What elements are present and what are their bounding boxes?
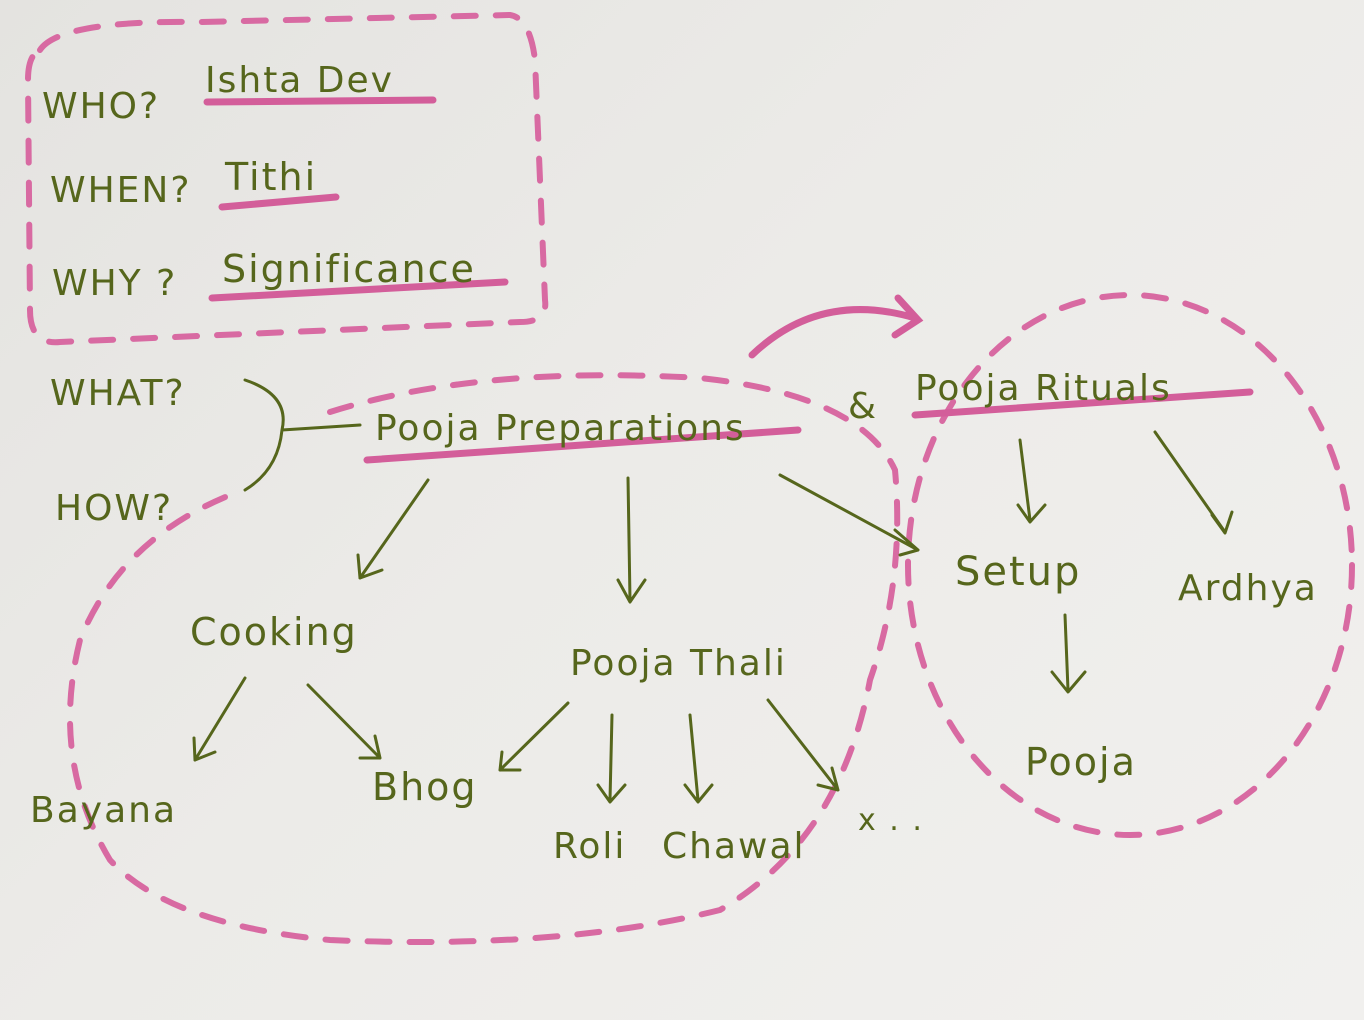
- bayana-node: Bayana: [30, 790, 177, 831]
- curved-arrow-icon: [748, 294, 924, 359]
- brace-icon: [243, 378, 362, 492]
- who-answer: Ishta Dev: [205, 60, 394, 101]
- arrow-icon: [683, 713, 714, 804]
- pooja-thali-node: Pooja Thali: [570, 643, 787, 684]
- arrow-icon: [1016, 438, 1047, 524]
- arrows: [192, 430, 1234, 804]
- when-answer: Tithi: [224, 155, 317, 199]
- why-label: WHY ?: [52, 263, 177, 304]
- underline-significance: [208, 278, 509, 302]
- pooja-rituals-node: Pooja Rituals: [915, 368, 1172, 409]
- arrow-icon: [498, 701, 570, 772]
- chawal-node: Chawal: [662, 826, 806, 867]
- arrow-icon: [356, 478, 430, 580]
- arrow-icon: [778, 473, 920, 557]
- roli-node: Roli: [553, 826, 626, 867]
- bhog-node: Bhog: [372, 765, 478, 809]
- arrow-icon: [1050, 613, 1087, 694]
- when-label: WHEN?: [50, 170, 191, 211]
- how-label: HOW?: [55, 488, 173, 529]
- underline-pooja-preparations: [363, 426, 802, 464]
- why-answer: Significance: [222, 247, 476, 291]
- pooja-preparations-node: Pooja Preparations: [375, 408, 746, 449]
- what-label: WHAT?: [50, 373, 186, 414]
- arrow-icon: [306, 683, 382, 760]
- underline-tithi: [218, 193, 340, 211]
- underline-ishta-dev: [203, 96, 437, 106]
- questions-dashed-box: [24, 11, 549, 346]
- arrow-icon: [596, 713, 627, 804]
- cooking-node: Cooking: [190, 610, 358, 654]
- arrow-icon: [616, 476, 647, 604]
- pooja-node: Pooja: [1025, 740, 1137, 784]
- arrow-icon: [1153, 430, 1234, 535]
- arrow-icon: [766, 698, 840, 792]
- who-label: WHO?: [42, 86, 160, 127]
- preparations-dashed-region: [67, 372, 901, 945]
- etc-node: x . .: [858, 803, 924, 838]
- ardhya-node: Ardhya: [1178, 568, 1318, 609]
- rituals-dashed-region: [905, 292, 1355, 838]
- ampersand: &: [848, 386, 878, 427]
- setup-node: Setup: [955, 549, 1081, 595]
- underline-pooja-rituals: [911, 388, 1254, 419]
- arrow-icon: [192, 676, 247, 762]
